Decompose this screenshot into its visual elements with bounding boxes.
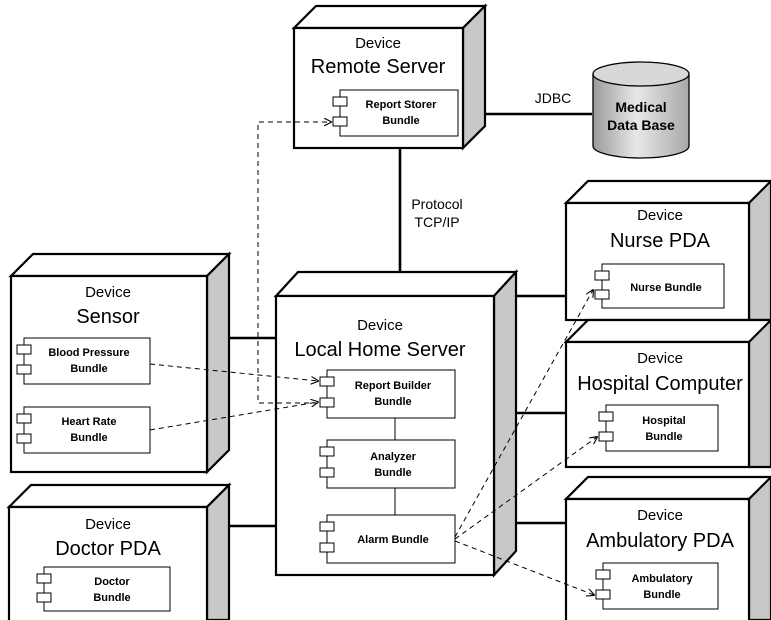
component-label: Report Builder [355,380,432,392]
node-nurse-pda[interactable]: Device Nurse PDA Nurse Bundle [563,179,771,322]
component-label: Alarm Bundle [357,534,429,546]
node-stereotype: Device [637,507,683,524]
node-stereotype: Device [637,350,683,367]
component-label: Bundle [643,589,680,601]
component-alarm[interactable]: Alarm Bundle [319,514,456,564]
component-hospital[interactable]: Hospital Bundle [598,404,719,452]
node-name: Nurse PDA [610,230,711,252]
component-label: Report Storer [366,99,438,111]
component-analyzer[interactable]: Analyzer Bundle [319,439,456,489]
dependency-report-builder-to-report-storer [257,122,331,404]
node-stereotype: Device [355,35,401,52]
node-name: Ambulatory PDA [586,530,734,552]
component-label: Analyzer [370,451,417,463]
connection-label-protocol: TCP/IP [414,214,459,230]
communication-paths [229,112,592,528]
component-nurse[interactable]: Nurse Bundle [594,263,725,309]
node-name: Remote Server [311,56,446,78]
node-name: Sensor [76,306,140,328]
dependency-alarm-to-nurse [454,290,593,538]
connection-label-jdbc: JDBC [535,90,572,106]
component-heart-rate[interactable]: Heart Rate Bundle [16,406,151,454]
node-doctor-pda[interactable]: Device Doctor PDA Doctor Bundle [6,482,232,620]
database-medical[interactable]: Medical Data Base [592,61,690,159]
component-label: Bundle [70,432,107,444]
component-report-storer[interactable]: Report Storer Bundle [332,89,459,137]
node-ambulatory-pda[interactable]: Device Ambulatory PDA Ambulatory Bundle [563,475,771,620]
node-remote-server[interactable]: Device Remote Server Report Storer Bundl… [291,3,488,151]
node-name: Hospital Computer [577,373,743,395]
component-label: Doctor [94,576,130,588]
dependency-blood-pressure-to-report-builder [149,363,318,381]
node-name: Local Home Server [294,339,466,361]
component-label: Bundle [374,396,411,408]
component-label: Bundle [70,363,107,375]
component-label: Hospital [642,415,685,427]
component-label: Bundle [382,115,419,127]
node-name: Doctor PDA [55,538,161,560]
connection-label-protocol: Protocol [411,196,462,212]
node-sensor[interactable]: Device Sensor Blood Pressure Bundle Hear… [8,251,232,475]
component-label: Heart Rate [61,416,116,428]
dependency-heart-rate-to-report-builder [149,402,318,431]
component-label: Nurse Bundle [630,282,702,294]
component-report-builder[interactable]: Report Builder Bundle [319,369,456,419]
node-hospital-computer[interactable]: Device Hospital Computer Hospital Bundle [563,318,771,469]
component-label: Blood Pressure [48,347,129,359]
node-stereotype: Device [85,516,131,533]
dependencies [149,122,597,595]
component-blood-pressure[interactable]: Blood Pressure Bundle [16,337,151,385]
component-ambulatory[interactable]: Ambulatory Bundle [595,562,719,610]
component-label: Bundle [645,431,682,443]
component-label: Bundle [93,592,130,604]
database-label: Data Base [607,117,675,133]
component-label: Ambulatory [631,573,693,585]
node-stereotype: Device [85,284,131,301]
node-local-home-server[interactable]: Device Local Home Server Report Builder … [273,269,519,578]
component-label: Bundle [374,467,411,479]
component-doctor[interactable]: Doctor Bundle [36,566,171,612]
dependency-alarm-to-hospital [454,437,597,540]
database-label: Medical [615,99,666,115]
node-stereotype: Device [637,207,683,224]
node-stereotype: Device [357,317,403,334]
dependency-alarm-to-ambulatory [454,540,594,595]
